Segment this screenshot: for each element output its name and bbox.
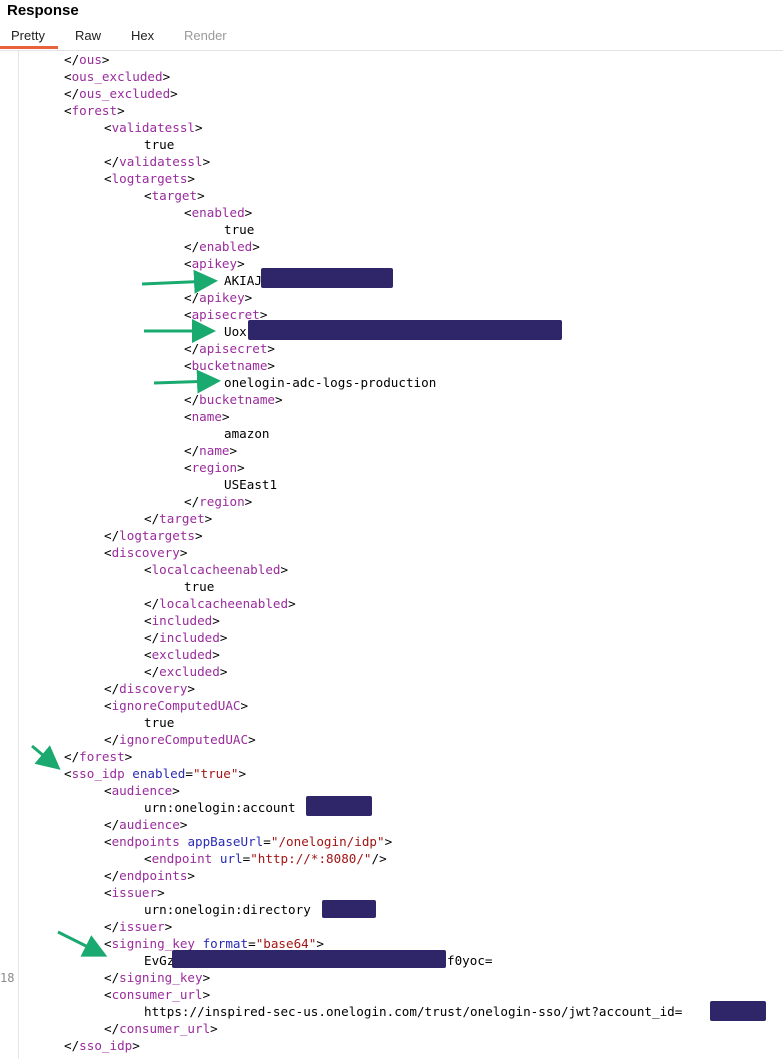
code-line: EvGz <box>144 953 175 968</box>
code-line: </localcacheenabled> <box>144 596 296 611</box>
code-line: </target> <box>144 511 213 526</box>
redaction-apikey <box>261 268 393 288</box>
code-line: </signing_key> <box>104 970 211 985</box>
code-line: <audience> <box>104 783 180 798</box>
redaction-signing-key <box>172 950 446 968</box>
redaction-apisecret <box>248 320 562 340</box>
panel-title: Response <box>7 2 79 19</box>
code-line: onelogin-adc-logs-production <box>224 375 437 390</box>
code-line: </excluded> <box>144 664 228 679</box>
code-line: true <box>224 222 255 237</box>
code-line: <bucketname> <box>184 358 276 373</box>
tab-pretty[interactable]: Pretty <box>11 28 45 43</box>
code-line: true <box>144 715 175 730</box>
tab-raw[interactable]: Raw <box>75 28 102 43</box>
code-line: <consumer_url> <box>104 987 211 1002</box>
code-line: f0yoc= <box>447 953 493 968</box>
code-line: <name> <box>184 409 230 424</box>
code-line: <region> <box>184 460 245 475</box>
view-tabs: Pretty Raw Hex Render <box>0 27 783 50</box>
code-line: true <box>184 579 215 594</box>
code-line: <forest> <box>64 103 125 118</box>
active-tab-indicator <box>0 46 58 49</box>
code-line: <endpoints appBaseUrl="/onelogin/idp"> <box>104 834 393 849</box>
code-line: <excluded> <box>144 647 220 662</box>
code-line: <issuer> <box>104 885 165 900</box>
code-line: <included> <box>144 613 220 628</box>
code-line: </sso_idp> <box>64 1038 140 1053</box>
code-line: </validatessl> <box>104 154 211 169</box>
code-line: urn:onelogin:directory <box>144 902 311 917</box>
code-line: <localcacheenabled> <box>144 562 289 577</box>
code-line: <discovery> <box>104 545 188 560</box>
tab-hex[interactable]: Hex <box>131 28 155 43</box>
code-line: <apikey> <box>184 256 245 271</box>
code-line: <apisecret> <box>184 307 268 322</box>
code-line: urn:onelogin:account <box>144 800 296 815</box>
code-line: </ous> <box>64 52 110 67</box>
code-line: </endpoints> <box>104 868 196 883</box>
tab-render: Render <box>184 28 227 43</box>
code-line: </logtargets> <box>104 528 203 543</box>
code-view[interactable]: </ous> <ous_excluded> </ous_excluded> <f… <box>0 51 783 1059</box>
code-line: amazon <box>224 426 270 441</box>
code-line: </bucketname> <box>184 392 283 407</box>
code-line: </discovery> <box>104 681 196 696</box>
code-line: <enabled> <box>184 205 253 220</box>
response-header: Response Pretty Raw Hex Render <box>0 0 783 51</box>
code-line: <sso_idp enabled="true"> <box>64 766 247 781</box>
code-line: USEast1 <box>224 477 278 492</box>
code-line: <ous_excluded> <box>64 69 171 84</box>
code-line: </ous_excluded> <box>64 86 178 101</box>
code-line: </ignoreComputedUAC> <box>104 732 256 747</box>
code-line: </apikey> <box>184 290 253 305</box>
code-line: </issuer> <box>104 919 173 934</box>
code-line: <logtargets> <box>104 171 196 186</box>
code-line: </forest> <box>64 749 133 764</box>
code-line: </apisecret> <box>184 341 276 356</box>
code-line: </region> <box>184 494 253 509</box>
code-line: <signing_key format="base64"> <box>104 936 324 951</box>
code-line: </consumer_url> <box>104 1021 218 1036</box>
redaction-directory <box>322 900 376 918</box>
line-number-gutter: 18 <box>0 51 19 1059</box>
code-line: AKIAJ <box>224 273 262 288</box>
redaction-account-id <box>710 1001 766 1021</box>
code-line: https://inspired-sec-us.onelogin.com/tru… <box>144 1004 683 1019</box>
code-line: <target> <box>144 188 205 203</box>
code-line: <validatessl> <box>104 120 203 135</box>
code-line: <ignoreComputedUAC> <box>104 698 249 713</box>
code-line: </included> <box>144 630 228 645</box>
code-line: true <box>144 137 175 152</box>
redaction-account <box>306 796 372 816</box>
code-line: <endpoint url="http://*:8080/"/> <box>144 851 387 866</box>
code-line: </enabled> <box>184 239 260 254</box>
code-line: Uox <box>224 324 247 339</box>
line-number: 18 <box>0 971 15 985</box>
code-line: </name> <box>184 443 238 458</box>
code-line: </audience> <box>104 817 188 832</box>
